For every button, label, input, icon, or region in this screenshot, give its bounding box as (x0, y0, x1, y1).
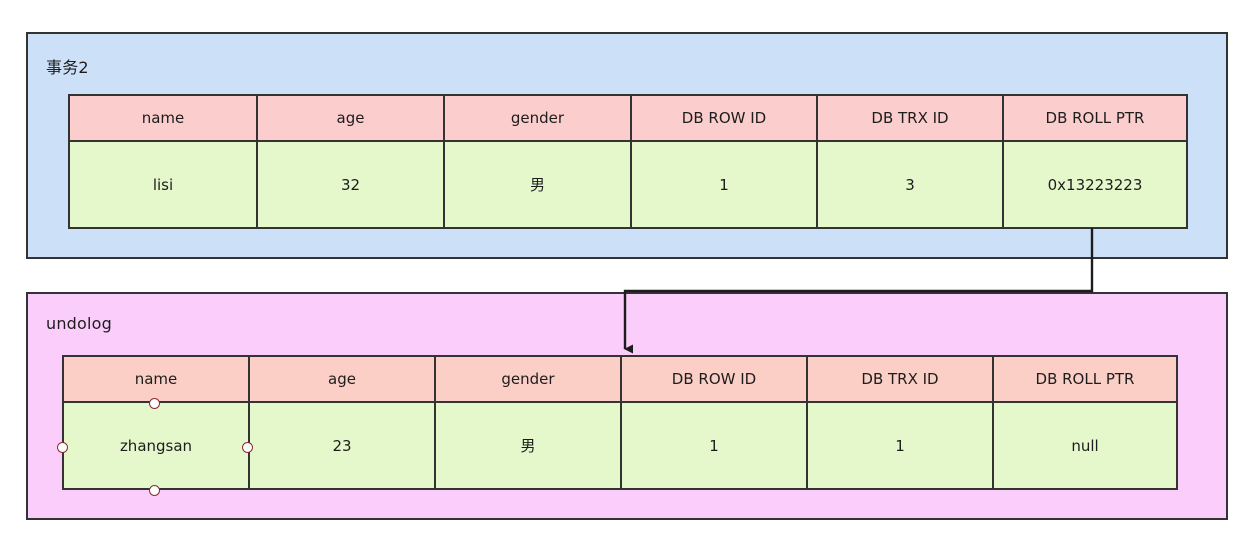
column-header-db-row-id[interactable]: DB ROW ID (620, 355, 808, 403)
cell-age[interactable]: 23 (248, 401, 436, 490)
column-header-db-roll-ptr[interactable]: DB ROLL PTR (1002, 94, 1188, 142)
selection-handle-left[interactable] (57, 442, 68, 453)
transaction-data-table[interactable]: name age gender DB ROW ID DB TRX ID DB R… (68, 94, 1188, 229)
table-header-row: name age gender DB ROW ID DB TRX ID DB R… (68, 94, 1188, 142)
selection-handle-bottom[interactable] (149, 485, 160, 496)
column-header-age[interactable]: age (248, 355, 436, 403)
undolog-box-label: undolog (46, 314, 113, 333)
table-row: lisi 32 男 1 3 0x13223223 (68, 140, 1188, 229)
cell-name-selected[interactable]: zhangsan (62, 401, 250, 490)
cell-db-roll-ptr[interactable]: 0x13223223 (1002, 140, 1188, 229)
undolog-data-table[interactable]: name age gender DB ROW ID DB TRX ID DB R… (62, 355, 1178, 490)
selection-handle-top[interactable] (149, 398, 160, 409)
cell-gender[interactable]: 男 (434, 401, 622, 490)
column-header-name[interactable]: name (62, 355, 250, 403)
column-header-db-trx-id[interactable]: DB TRX ID (816, 94, 1004, 142)
selection-handle-right[interactable] (242, 442, 253, 453)
cell-db-roll-ptr[interactable]: null (992, 401, 1178, 490)
transaction-box-label: 事务2 (46, 58, 89, 77)
table-row: zhangsan 23 男 1 1 null (62, 401, 1178, 490)
column-header-gender[interactable]: gender (443, 94, 632, 142)
table-header-row: name age gender DB ROW ID DB TRX ID DB R… (62, 355, 1178, 403)
cell-db-row-id[interactable]: 1 (630, 140, 818, 229)
column-header-name[interactable]: name (68, 94, 258, 142)
column-header-db-roll-ptr[interactable]: DB ROLL PTR (992, 355, 1178, 403)
column-header-age[interactable]: age (256, 94, 445, 142)
cell-db-trx-id[interactable]: 3 (816, 140, 1004, 229)
column-header-db-row-id[interactable]: DB ROW ID (630, 94, 818, 142)
cell-name[interactable]: lisi (68, 140, 258, 229)
column-header-db-trx-id[interactable]: DB TRX ID (806, 355, 994, 403)
column-header-gender[interactable]: gender (434, 355, 622, 403)
cell-gender[interactable]: 男 (443, 140, 632, 229)
cell-age[interactable]: 32 (256, 140, 445, 229)
cell-db-row-id[interactable]: 1 (620, 401, 808, 490)
cell-db-trx-id[interactable]: 1 (806, 401, 994, 490)
